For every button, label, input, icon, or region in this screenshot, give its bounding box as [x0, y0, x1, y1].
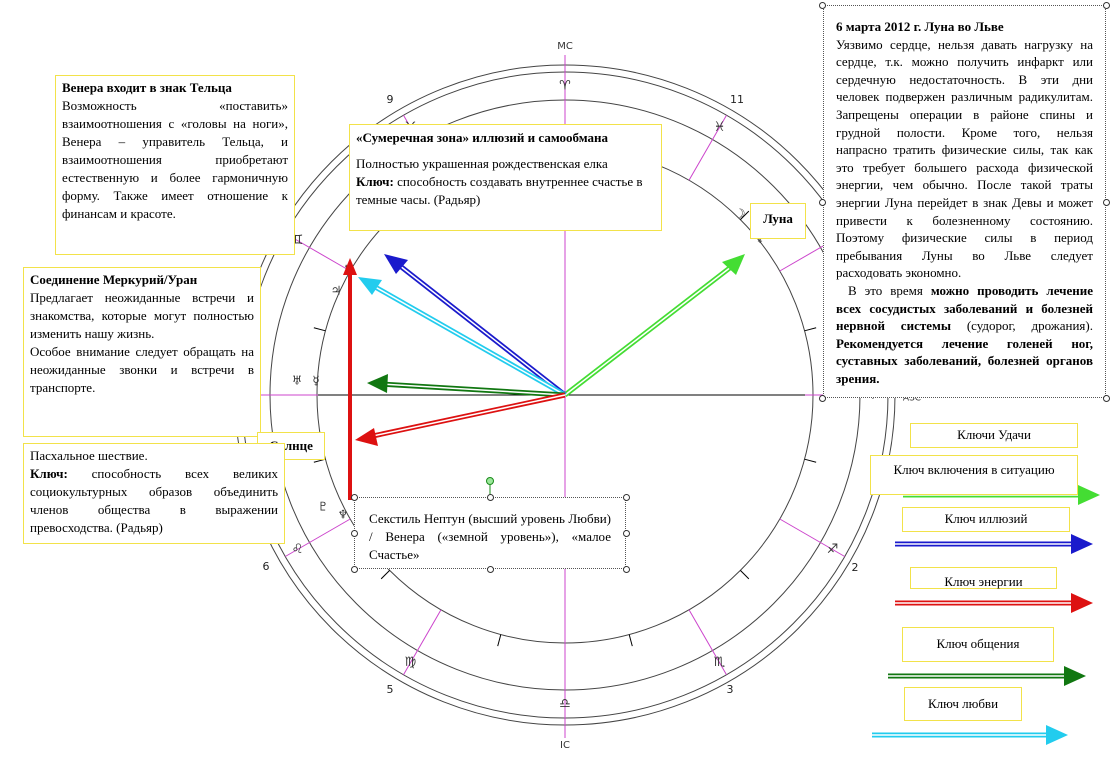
house-number-9: 9 — [387, 93, 394, 106]
zodiac-glyph-icon: ♈ — [559, 79, 571, 94]
zodiac-glyph-icon: ♐ — [827, 542, 839, 557]
house-cusp-line — [285, 233, 351, 272]
planet-glyph-icon: ♅ — [292, 374, 303, 388]
house-cusp-line — [688, 115, 727, 181]
mc-label: MC — [557, 41, 573, 52]
mercury-uranus-title: Соединение Меркурий/Уран — [30, 272, 198, 287]
rotate-handle-icon[interactable] — [486, 477, 494, 485]
moon-leo-note[interactable]: 6 марта 2012 г. Луна во Льве Уязвимо сер… — [823, 5, 1106, 398]
legend-item-love: Ключ любви — [904, 687, 1022, 721]
resize-handle-se[interactable] — [623, 566, 630, 573]
sextile-text: Секстиль Нептун (высший уровень Любви) /… — [369, 511, 611, 562]
planet-glyph-icon: ♇ — [318, 500, 329, 514]
zodiac-glyph-icon: ♌ — [292, 542, 304, 557]
moon-resize-nw[interactable] — [819, 2, 826, 9]
moon-leo-p1: Уязвимо сердце, нельзя давать нагрузку н… — [836, 36, 1093, 281]
house-number-2: 2 — [852, 561, 859, 574]
easter-key-text: способность всех великих социокультурных… — [30, 466, 278, 535]
sign-tick — [380, 570, 390, 580]
legend-item-situation: Ключ включения в ситуацию — [870, 455, 1078, 495]
house-number-5: 5 — [387, 683, 394, 696]
moon-leo-title: 6 марта 2012 г. Луна во Льве — [836, 19, 1004, 34]
moon-resize-se[interactable] — [1103, 395, 1110, 402]
sign-tick — [497, 634, 502, 647]
sextile-note[interactable]: Секстиль Нептун (высший уровень Любви) /… — [354, 497, 626, 569]
aspect-arrows — [343, 254, 745, 500]
resize-handle-nw[interactable] — [351, 494, 358, 501]
sign-tick — [740, 570, 750, 580]
resize-handle-s[interactable] — [487, 566, 494, 573]
sign-tick — [628, 634, 633, 647]
easter-line1: Пасхальное шествие. — [30, 448, 148, 463]
ic-label: IC — [560, 740, 570, 751]
sign-tick — [313, 327, 326, 332]
house-cusp-line — [779, 518, 845, 557]
zodiac-glyph-icon: ♍ — [405, 655, 417, 670]
asc-label: ASC — [903, 394, 921, 404]
planet-glyph-icon: ♃ — [331, 284, 342, 298]
planet-glyph-icon: ♆ — [338, 508, 349, 522]
mercury-uranus-p2: Особое внимание следует обращать на неож… — [30, 344, 254, 395]
easter-note: Пасхальное шествие. Ключ: способность вс… — [23, 443, 285, 544]
house-cusp-line — [688, 609, 727, 675]
house-number-11: 11 — [730, 93, 744, 106]
legend-title: Ключи Удачи — [910, 423, 1078, 448]
zodiac-glyph-icon: ♎ — [559, 697, 571, 712]
house-cusp-line — [403, 609, 442, 675]
planet-glyph-icon: ☽ — [735, 207, 746, 221]
venus-note-title: Венера входит в знак Тельца — [62, 80, 232, 95]
mercury-uranus-note: Соединение Меркурий/Уран Предлагает неож… — [23, 267, 261, 437]
house-cusp-line — [285, 518, 351, 557]
moon-resize-e[interactable] — [1103, 199, 1110, 206]
legend-arrows — [872, 485, 1100, 745]
zodiac-glyph-icon: ♊ — [292, 233, 304, 248]
twilight-note-title: «Сумеречная зона» иллюзий и самообмана — [356, 130, 609, 145]
twilight-note: «Сумеречная зона» иллюзий и самообмана П… — [349, 124, 662, 231]
twilight-key-text: способность создавать внутреннее счастье… — [356, 174, 643, 207]
resize-handle-e[interactable] — [623, 530, 630, 537]
moon-resize-sw[interactable] — [819, 395, 826, 402]
resize-handle-sw[interactable] — [351, 566, 358, 573]
legend-item-illusions: Ключ иллюзий — [902, 507, 1070, 532]
house-number-3: 3 — [727, 683, 734, 696]
zodiac-glyph-icon: ♓ — [714, 120, 726, 135]
zodiac-glyph-icon: ♏ — [714, 655, 726, 670]
venus-note-body: Возможность «поставить» взаимоотношения … — [62, 98, 288, 221]
legend-item-communication: Ключ общения — [902, 627, 1054, 662]
easter-key-label: Ключ: — [30, 466, 68, 481]
sign-tick — [804, 327, 817, 332]
twilight-note-line1: Полностью украшенная рождественская елка — [356, 156, 608, 171]
moon-label: Луна — [750, 203, 806, 239]
mercury-uranus-p1: Предлагает неожиданные встречи и знакомс… — [30, 290, 254, 341]
sign-tick — [740, 210, 750, 220]
moon-resize-w[interactable] — [819, 199, 826, 206]
venus-note: Венера входит в знак Тельца Возможность … — [55, 75, 295, 255]
resize-handle-n[interactable] — [487, 494, 494, 501]
sign-tick — [804, 458, 817, 463]
house-number-6: 6 — [263, 560, 270, 573]
moon-resize-ne[interactable] — [1103, 2, 1110, 9]
resize-handle-w[interactable] — [351, 530, 358, 537]
resize-handle-ne[interactable] — [623, 494, 630, 501]
twilight-key-label: Ключ: — [356, 174, 394, 189]
legend-item-energy: Ключ энергии — [910, 567, 1057, 589]
planet-glyph-icon: ☿ — [312, 374, 319, 388]
moon-leo-p2: В это время можно проводить лечение всех… — [836, 282, 1093, 386]
